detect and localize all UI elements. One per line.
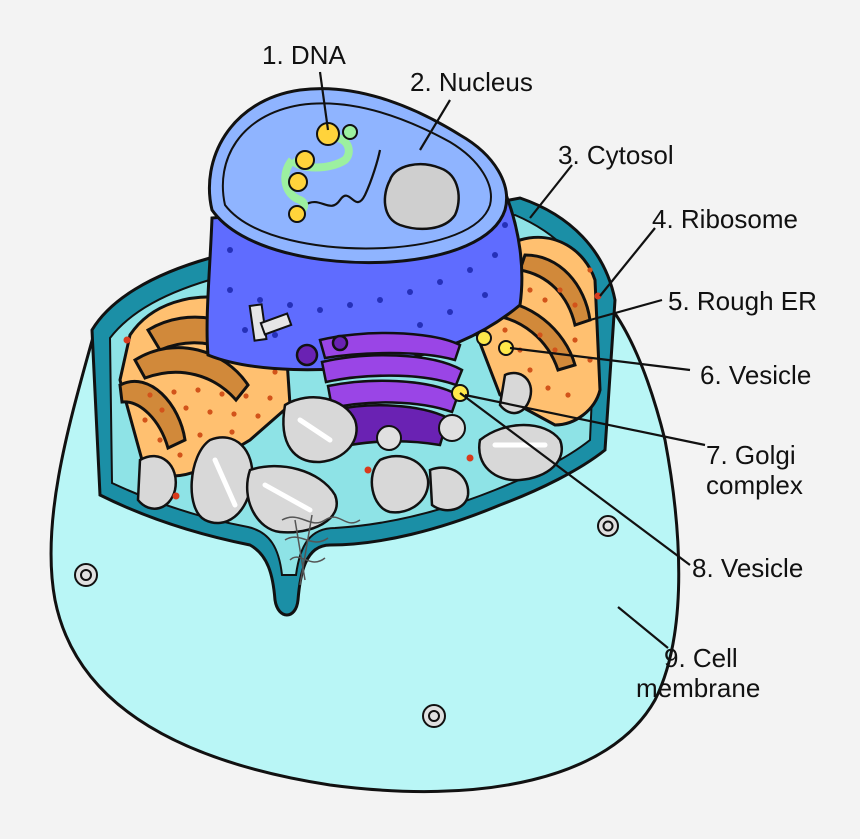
lysosomes: [376, 414, 466, 451]
label-nucleus: 2. Nucleus: [410, 67, 533, 97]
label-golgi-line1: 7. Golgi: [706, 440, 796, 470]
label-cytosol: 3. Cytosol: [558, 140, 674, 170]
leader-lines: [318, 71, 706, 649]
label-vesicle-6: 6. Vesicle: [700, 360, 812, 390]
cytoskeleton: [281, 514, 361, 586]
leader-membrane: [617, 606, 669, 649]
rough-er-left-ribosomes: [142, 369, 278, 458]
label-membrane-line2: membrane: [636, 673, 761, 703]
leader-nucleus: [419, 99, 451, 151]
label-rough-er: 5. Rough ER: [668, 286, 817, 316]
leader-cytosol: [529, 164, 573, 219]
leader-vesicle-8: [459, 392, 691, 566]
leader-vesicle-6: [509, 346, 691, 372]
label-membrane-line1: 9. Cell: [664, 643, 738, 673]
nucleus-inner: [221, 102, 492, 250]
leader-dna: [318, 71, 330, 131]
nucleus-pores: [227, 222, 508, 338]
dna-strand: [281, 122, 382, 223]
label-golgi-line2: complex: [706, 470, 803, 500]
golgi-complex: [295, 331, 464, 447]
leader-rough-er: [589, 298, 663, 322]
nucleus-top: [207, 87, 508, 265]
leader-golgi: [464, 393, 706, 447]
label-ribosome: 4. Ribosome: [652, 204, 798, 234]
membrane-vesicles: [74, 515, 619, 728]
label-dna: 1. DNA: [262, 40, 346, 70]
label-vesicle-8: 8. Vesicle: [692, 553, 804, 583]
mitochondria-cristae: [212, 417, 548, 513]
leader-ribosome: [599, 227, 656, 297]
nucleolus: [383, 163, 460, 231]
centrioles: [248, 303, 293, 342]
free-ribosomes: [123, 292, 602, 500]
